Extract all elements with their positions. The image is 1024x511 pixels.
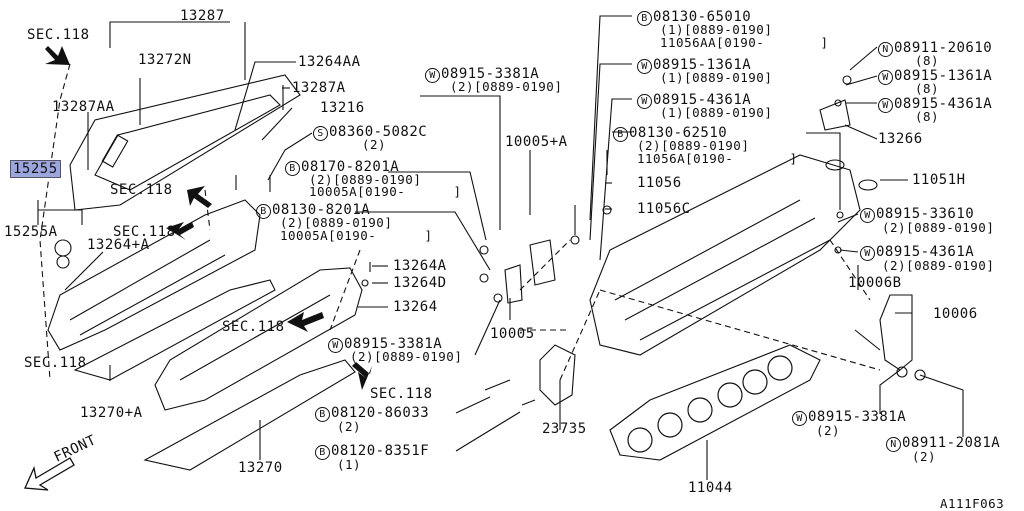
n-symbol-icon: N xyxy=(878,42,893,57)
w-symbol-icon: W xyxy=(878,98,893,113)
w-08915-33610-qty: (2)[0889-0190] xyxy=(882,220,995,235)
sec118-top-label: SEC.118 xyxy=(27,27,90,43)
b-08130-8201A-qty: (2)[0889-0190] xyxy=(280,215,393,230)
sec118-a-label: SEC.118 xyxy=(110,182,173,198)
part-15255A-label: 15255A xyxy=(4,224,58,240)
b-08130-62510-alt: 11056A[0190- ] xyxy=(637,151,798,166)
part-13264D-label: 13264D xyxy=(393,275,447,291)
part-11056-label: 11056 xyxy=(637,175,682,191)
part-13266-label: 13266 xyxy=(878,131,923,147)
part-11051H-label: 11051H xyxy=(912,172,966,188)
s-symbol-icon: S xyxy=(313,126,328,141)
part-13287A-label: 13287A xyxy=(292,80,346,96)
part-13287AA-label: 13287AA xyxy=(52,99,115,115)
part-13272N-label: 13272N xyxy=(138,52,192,68)
b-08170-8201A-alt: 10005A[0190- ] xyxy=(309,184,462,199)
highlight-box: 15255 xyxy=(10,160,61,178)
w-08915-1361A-right-qty: (8) xyxy=(915,81,940,96)
w-symbol-icon: W xyxy=(792,411,807,426)
b-08170-8201A-qty: (2)[0889-0190] xyxy=(309,172,422,187)
w-08915-4361A-qty: (1)[0889-0190] xyxy=(660,105,773,120)
part-10005A-plus-label: 10005+A xyxy=(505,134,568,150)
part-13264-label: 13264 xyxy=(393,299,438,315)
part-10006B-label: 10006B xyxy=(848,275,902,291)
s-08360-5082C-qty: (2) xyxy=(362,137,387,152)
part-11056C-label: 11056C xyxy=(637,201,691,217)
w-08915-3381A-mid-qty: (2)[0889-0190] xyxy=(350,349,463,364)
n-08911-20610-qty: (8) xyxy=(915,53,940,68)
w-symbol-icon: W xyxy=(860,246,875,261)
b-08130-62510-qty: (2)[0889-0190] xyxy=(637,138,750,153)
diagram-id-label: A111F063 xyxy=(940,496,1005,511)
part-13264AA-label: 13264AA xyxy=(298,54,361,70)
sec118-left-label: SEC.118 xyxy=(24,355,87,371)
sec118-low-label: SEC.118 xyxy=(370,386,433,402)
sec118-mid-label: SEC.118 xyxy=(222,319,285,335)
part-13264A-plus-label: 13264+A xyxy=(87,237,150,253)
b-symbol-icon: B xyxy=(315,445,330,460)
w-08915-3381A-br-qty: (2) xyxy=(816,423,841,438)
w-08915-4361A-right2-qty: (2)[0889-0190] xyxy=(882,258,995,273)
n-symbol-icon: N xyxy=(886,437,901,452)
part-13270-label: 13270 xyxy=(238,460,283,476)
w-symbol-icon: W xyxy=(637,94,652,109)
b-symbol-icon: B xyxy=(613,127,628,142)
sec118-b-label: SEC.118 xyxy=(113,224,176,240)
b-08130-65010-qty: (1)[0889-0190] xyxy=(660,22,773,37)
part-13287-label: 13287 xyxy=(180,8,225,24)
part-13270A-plus-label: 13270+A xyxy=(80,405,143,421)
part-13216-label: 13216 xyxy=(320,100,365,116)
w-symbol-icon: W xyxy=(637,59,652,74)
b-08130-65010-alt: 11056AA[0190- ] xyxy=(660,35,829,50)
w-08915-3381A-top-qty: (2)[0889-0190] xyxy=(450,79,563,94)
w-symbol-icon: W xyxy=(328,338,343,353)
part-15255-label[interactable]: 15255 xyxy=(10,160,61,178)
b-08130-8201A-alt: 10005A[0190- ] xyxy=(280,228,433,243)
b-symbol-icon: B xyxy=(315,407,330,422)
b-symbol-icon: B xyxy=(285,161,300,176)
w-08915-4361A-right-qty: (8) xyxy=(915,109,940,124)
w-symbol-icon: W xyxy=(860,208,875,223)
b-symbol-icon: B xyxy=(256,204,271,219)
b-symbol-icon: B xyxy=(637,11,652,26)
w-08915-1361A-qty: (1)[0889-0190] xyxy=(660,70,773,85)
part-10006-label: 10006 xyxy=(933,306,978,322)
w-symbol-icon: W xyxy=(425,68,440,83)
w-symbol-icon: W xyxy=(878,70,893,85)
part-10005-label: 10005 xyxy=(490,326,535,342)
part-13264A-label: 13264A xyxy=(393,258,447,274)
b-08120-8351F-qty: (1) xyxy=(337,457,362,472)
b-08120-86033-qty: (2) xyxy=(337,419,362,434)
part-11044-label: 11044 xyxy=(688,480,733,496)
part-23735-label: 23735 xyxy=(542,421,587,437)
n-08911-2081A-qty: (2) xyxy=(912,449,937,464)
